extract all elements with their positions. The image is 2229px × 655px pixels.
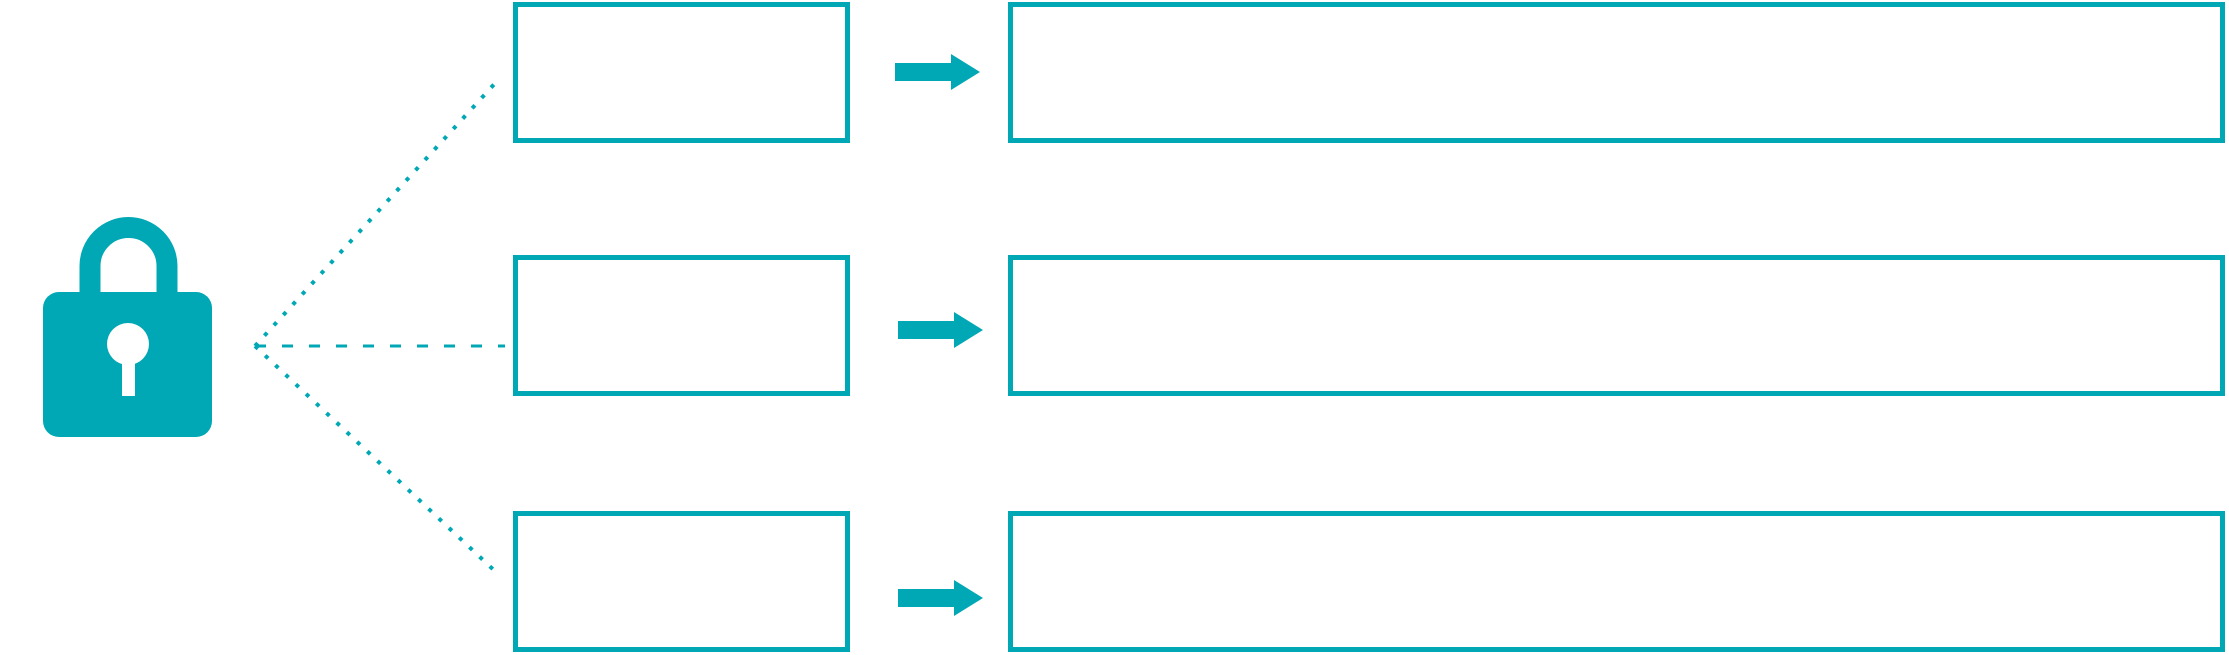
arrow-right-icon-row2 — [898, 312, 983, 348]
lock-keyhole-stem — [122, 350, 135, 396]
description-box-row1 — [1008, 2, 2225, 143]
lock-icon — [43, 217, 212, 437]
connector-line-top — [253, 78, 500, 348]
term-box-row2 — [513, 255, 850, 396]
arrow-right-icon-row1 — [895, 54, 980, 90]
connector-line-bottom — [253, 344, 500, 576]
term-box-row3 — [513, 511, 850, 652]
term-box-row1 — [513, 2, 850, 143]
lock-shackle — [79, 217, 178, 303]
description-box-row3 — [1008, 511, 2225, 652]
lock-keyhole-circle — [107, 323, 149, 365]
arrow-right-icon-row3 — [898, 580, 983, 616]
description-box-row2 — [1008, 255, 2225, 396]
